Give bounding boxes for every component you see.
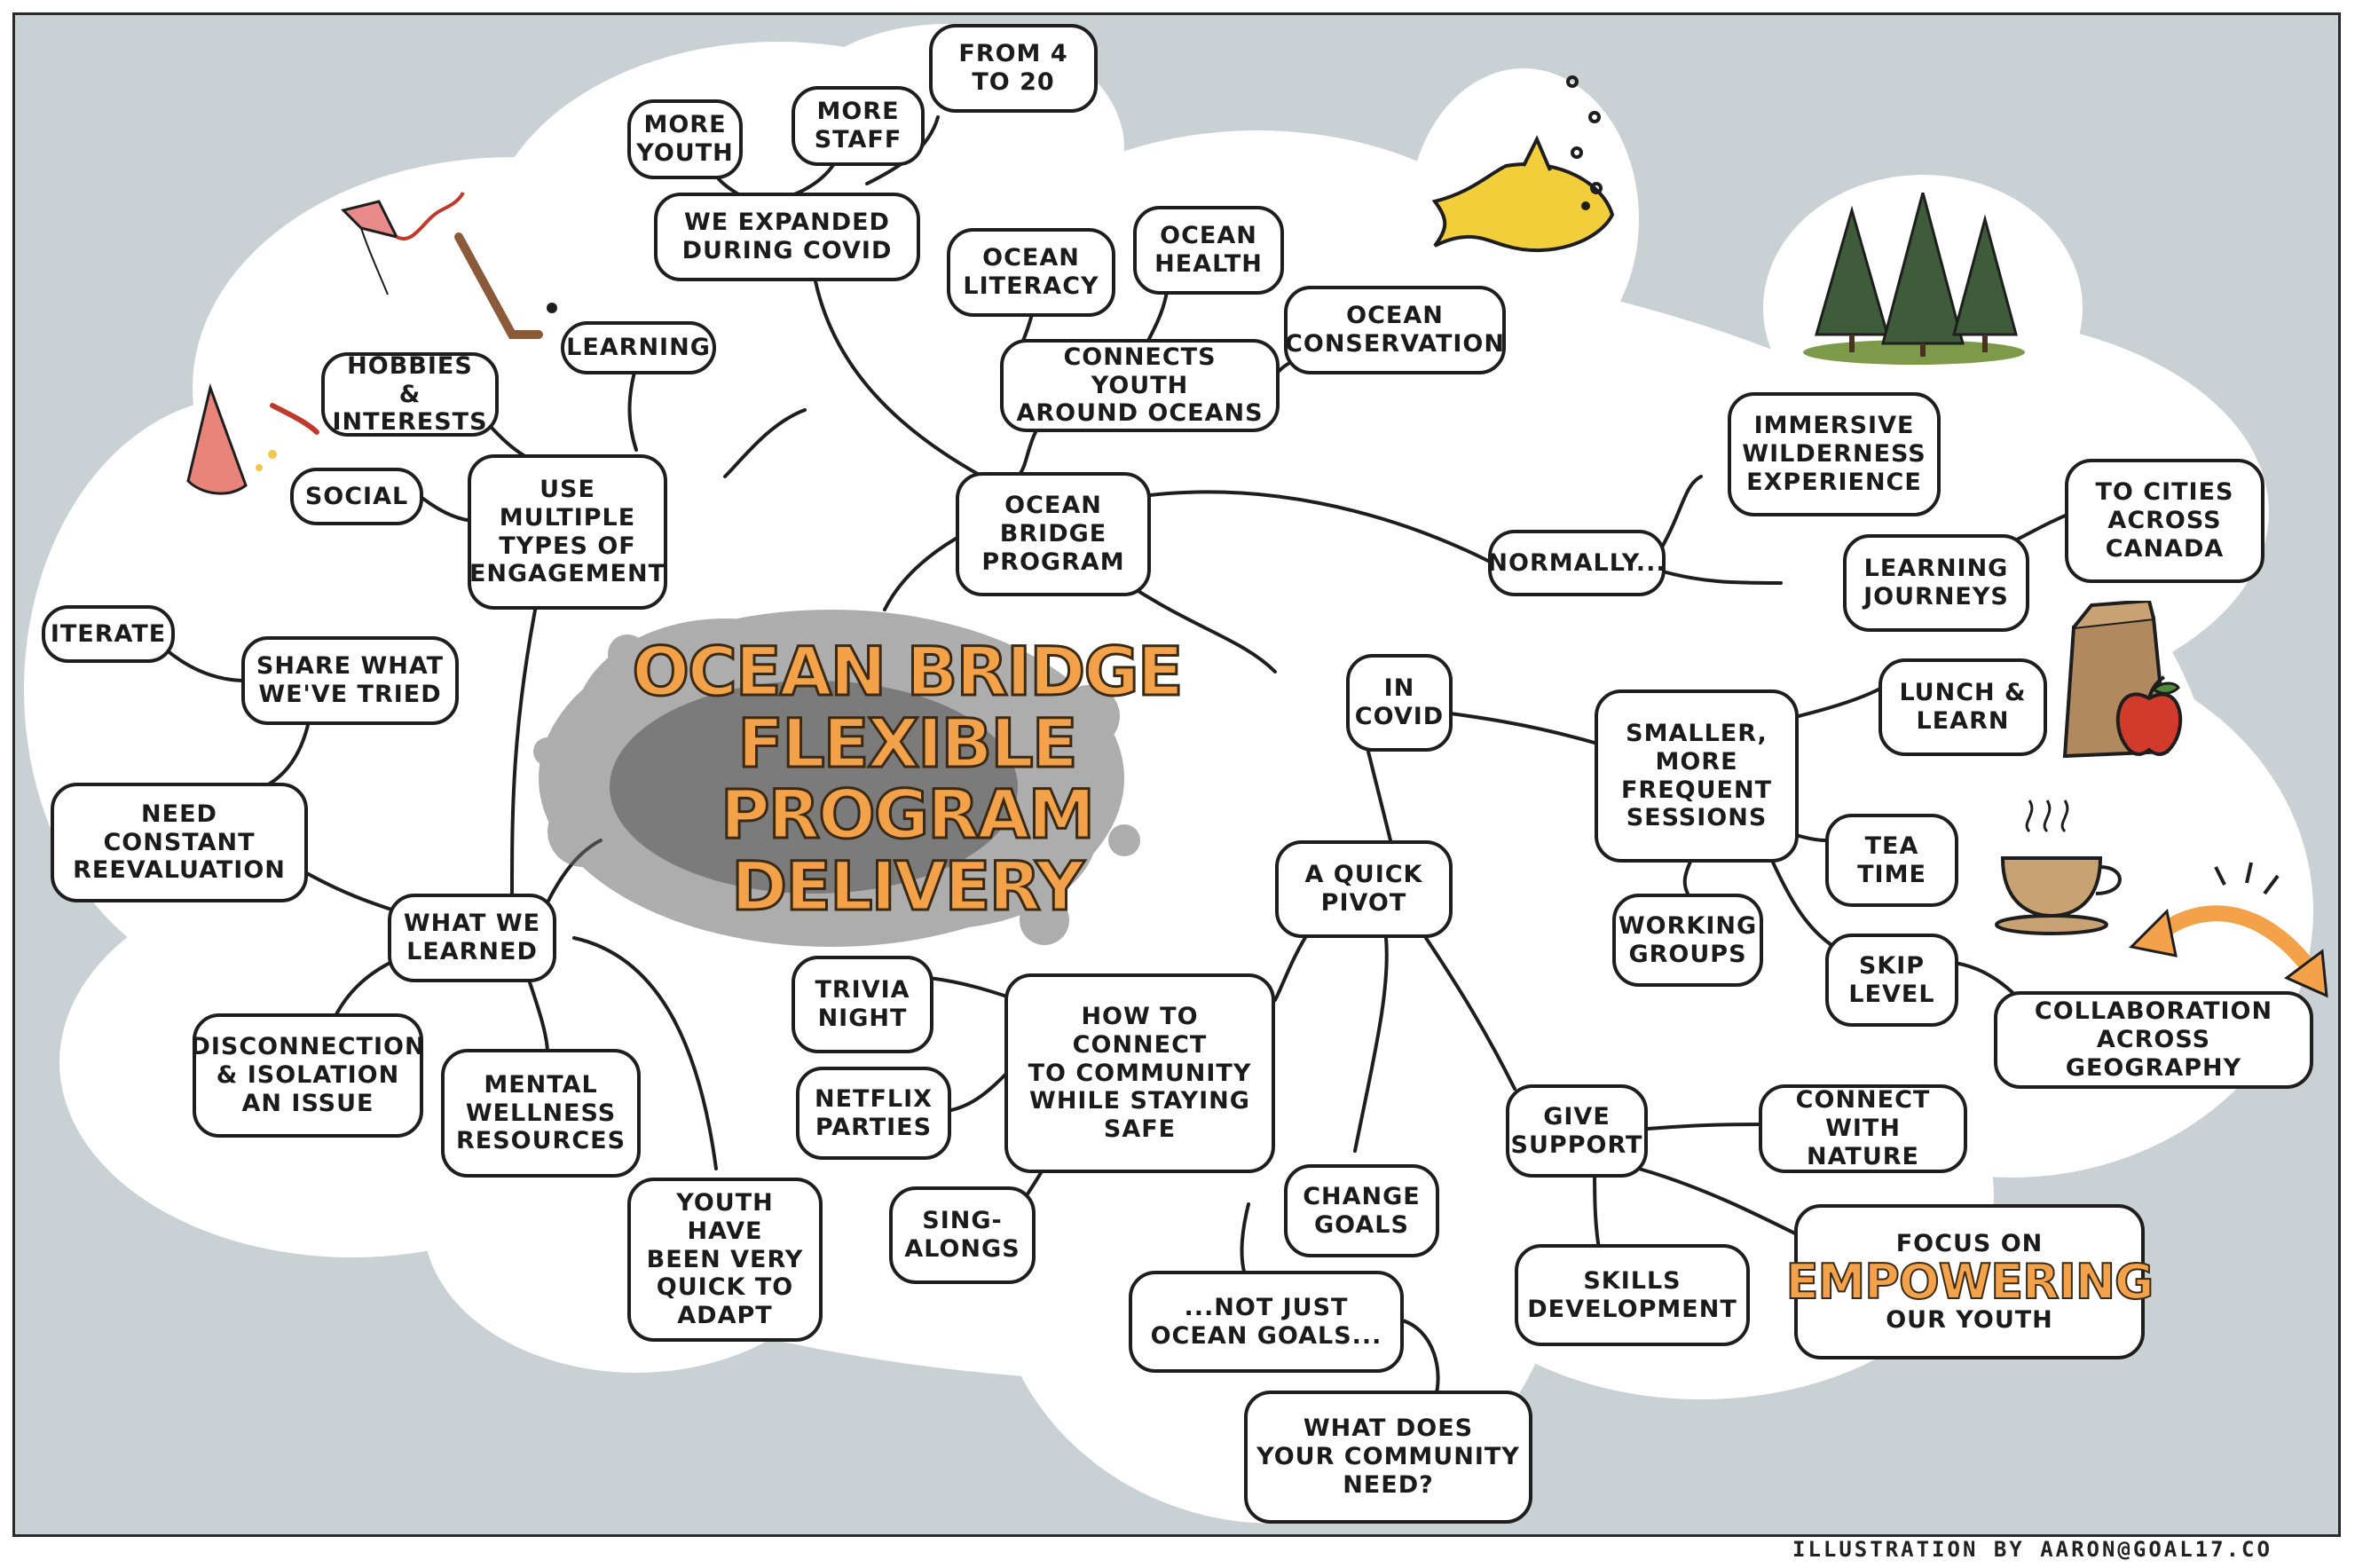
node-skills-development: SKILLS DEVELOPMENT	[1515, 1244, 1750, 1346]
fish-icon	[1431, 135, 1615, 253]
link-multiple-learned	[510, 590, 540, 895]
node-connect-with-nature: CONNECT WITH NATURE	[1759, 1084, 1967, 1173]
link-netflix-how	[945, 1069, 1011, 1113]
node-sing-alongs: SING- ALONGS	[889, 1186, 1036, 1284]
node-ocean-health: OCEAN HEALTH	[1133, 206, 1284, 295]
link-program-title	[883, 537, 957, 611]
double-arrow-icon	[2128, 862, 2328, 998]
link-need-learned	[302, 870, 398, 913]
node-use-multiple-engagement: USE MULTIPLE TYPES OF ENGAGEMENT	[468, 454, 667, 610]
node-learning: LEARNING	[561, 321, 716, 374]
node-not-just-ocean-goals: ...NOT JUST OCEAN GOALS...	[1129, 1271, 1404, 1373]
link-learned-mental	[528, 981, 549, 1055]
node-ocean-bridge-program: OCEAN BRIDGE PROGRAM	[956, 472, 1151, 596]
party-hat-icon	[186, 382, 319, 495]
node-iterate: ITERATE	[42, 605, 175, 663]
node-lunch-learn: LUNCH & LEARN	[1878, 658, 2047, 756]
bubbles-icon	[1566, 75, 1603, 194]
node-working-groups: WORKING GROUPS	[1612, 894, 1763, 987]
link-pivot-support	[1424, 936, 1516, 1091]
link-program-normally	[1122, 490, 1490, 563]
node-give-support: GIVE SUPPORT	[1506, 1084, 1648, 1178]
node-trivia-night: TRIVIA NIGHT	[792, 956, 933, 1053]
link-iterate-share	[164, 648, 248, 682]
teacup-icon	[1995, 800, 2122, 935]
node-learning-journeys: LEARNING JOURNEYS	[1843, 534, 2029, 632]
ink-splatter-icon	[533, 610, 1140, 947]
node-from-4-to-20: FROM 4 TO 20	[929, 24, 1098, 113]
trees-icon	[1803, 193, 2025, 365]
empowering-text: EMPOWERING	[1785, 1253, 2155, 1310]
node-more-staff: MORE STAFF	[792, 86, 925, 166]
node-how-to-connect: HOW TO CONNECT TO COMMUNITY WHILE STAYIN…	[1004, 973, 1275, 1173]
node-normally: NORMALLY...	[1487, 530, 1666, 596]
node-disconnection-isolation: DISCONNECTION & ISOLATION AN ISSUE	[190, 1013, 425, 1138]
node-mental-wellness: MENTAL WELLNESS RESOURCES	[441, 1049, 641, 1178]
node-to-cities-canada: TO CITIES ACROSS CANADA	[2065, 459, 2264, 583]
link-learning-multiple	[627, 364, 638, 452]
link-share-need	[262, 723, 310, 789]
node-tea-time: TEA TIME	[1825, 814, 1958, 907]
our-youth-text: OUR YOUTH	[1886, 1305, 2053, 1334]
link-learned-youth	[572, 936, 718, 1170]
node-hobbies-interests: HOBBIES & INTERESTS	[321, 352, 499, 437]
node-smaller-frequent-sessions: SMALLER, MORE FREQUENT SESSIONS	[1595, 689, 1799, 863]
node-connects-youth-oceans: CONNECTS YOUTH AROUND OCEANS	[1000, 339, 1280, 432]
node-quick-pivot: A QUICK PIVOT	[1275, 840, 1453, 938]
node-what-we-learned: WHAT WE LEARNED	[388, 894, 556, 982]
node-focus-empowering: FOCUS ON EMPOWERING OUR YOUTH	[1785, 1204, 2154, 1359]
node-immersive-wilderness: IMMERSIVE WILDERNESS EXPERIENCE	[1728, 392, 1941, 516]
hockey-stick-icon	[454, 232, 557, 339]
link-smaller-lunch	[1797, 688, 1880, 718]
link-notjust-what	[1398, 1318, 1440, 1401]
node-skip-level: SKIP LEVEL	[1825, 934, 1958, 1027]
main-title: OCEAN BRIDGE FLEXIBLE PROGRAM DELIVERY	[631, 632, 1185, 926]
node-social: SOCIAL	[290, 468, 423, 525]
link-pivot-how	[1273, 927, 1312, 1002]
link-expanded-program	[812, 271, 984, 478]
link-connects-program	[1016, 430, 1037, 478]
node-collaboration-geography: COLLABORATION ACROSS GEOGRAPHY	[1994, 991, 2313, 1089]
illustration-credit: ILLUSTRATION BY AARON@GOAL17.CO	[1792, 1537, 2272, 1562]
node-ocean-conservation: OCEAN CONSERVATION	[1284, 286, 1506, 374]
node-we-expanded: WE EXPANDED DURING COVID	[654, 193, 920, 281]
link-support-nature	[1646, 1123, 1769, 1131]
node-need-constant-reevaluation: NEED CONSTANT REEVALUATION	[51, 783, 308, 902]
node-share-what-tried: SHARE WHAT WE'VE TRIED	[241, 636, 459, 725]
node-change-goals: CHANGE GOALS	[1284, 1164, 1439, 1257]
node-netflix-parties: NETFLIX PARTIES	[796, 1067, 951, 1160]
node-ocean-literacy: OCEAN LITERACY	[947, 228, 1115, 317]
link-multiple-title	[723, 408, 807, 478]
node-more-youth: MORE YOUTH	[627, 99, 743, 179]
link-smaller-working	[1682, 856, 1694, 895]
focus-on-text: FOCUS ON	[1895, 1229, 2044, 1257]
link-support-focus	[1637, 1167, 1809, 1241]
kite-icon	[341, 192, 465, 295]
node-youth-quick-adapt: YOUTH HAVE BEEN VERY QUICK TO ADAPT	[627, 1178, 823, 1342]
link-pivot-change	[1353, 936, 1389, 1153]
node-what-does-community-need: WHAT DOES YOUR COMMUNITY NEED?	[1244, 1391, 1532, 1524]
node-in-covid: IN COVID	[1346, 654, 1453, 752]
link-normally-immersive	[1655, 475, 1703, 558]
link-normally-journeys	[1655, 568, 1783, 585]
apple-icon	[2115, 675, 2183, 756]
illustration-frame: OCEAN BRIDGE FLEXIBLE PROGRAM DELIVERY F…	[12, 12, 2341, 1537]
